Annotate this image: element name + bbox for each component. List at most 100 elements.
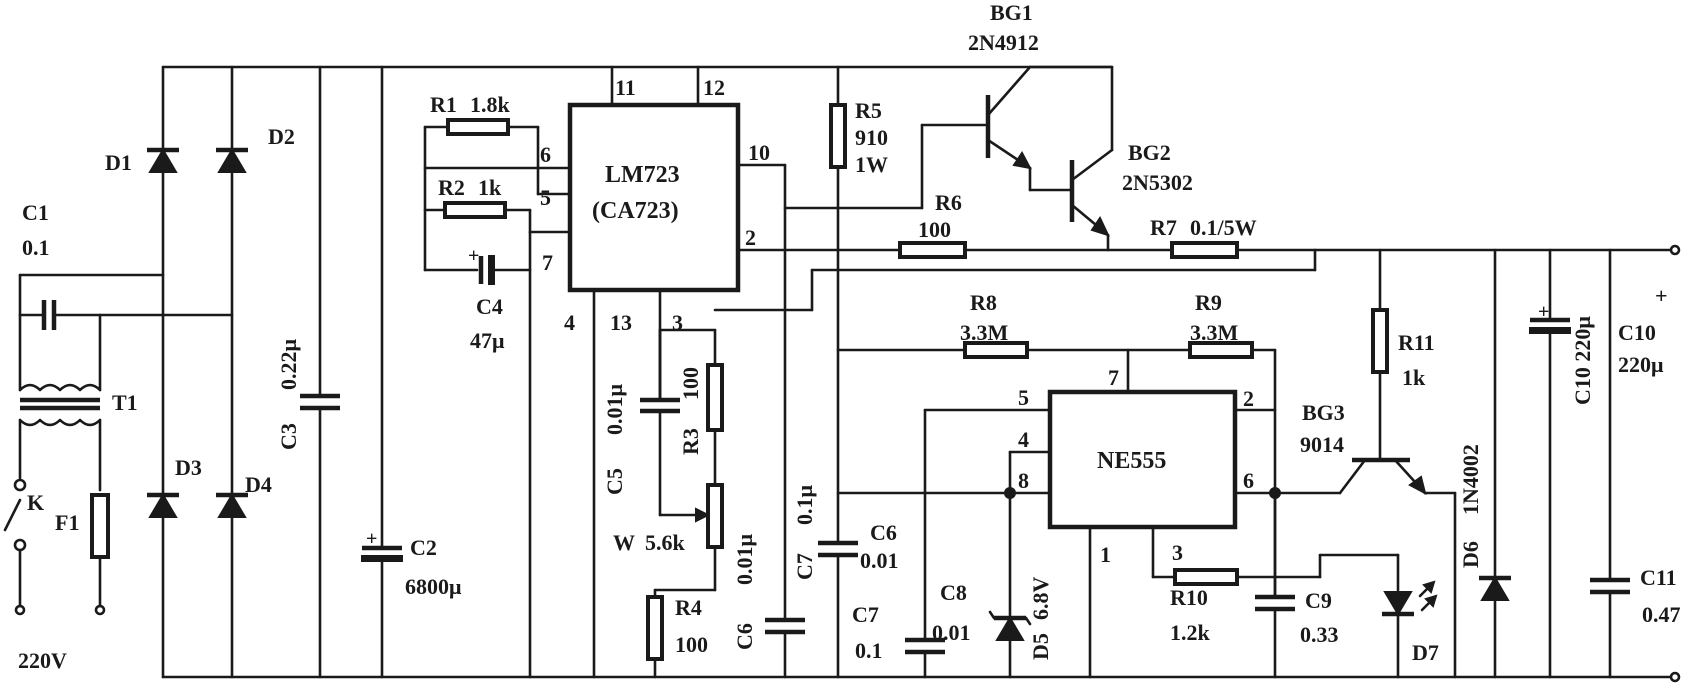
- label-c9: C9: [1305, 588, 1332, 613]
- label-r6: R6: [935, 190, 962, 215]
- diode-d2: [216, 147, 248, 173]
- label-c4: C4: [476, 294, 503, 319]
- label-r4: R4: [675, 595, 702, 620]
- resistor-r3: [706, 363, 724, 432]
- ne555-pin5: 5: [1018, 385, 1029, 410]
- ne555-pin2: 2: [1243, 386, 1254, 411]
- label-bg2-part: 2N5302: [1122, 170, 1193, 195]
- resistor-r8: [963, 341, 1029, 359]
- lm723-alt-name: (CA723): [592, 198, 679, 224]
- label-d1: D1: [105, 150, 132, 175]
- label-supply: 220V: [18, 648, 67, 673]
- capacitor-c3: [300, 393, 340, 411]
- label-r5-value: 910: [855, 125, 888, 150]
- lm723-pin7: 7: [542, 250, 553, 275]
- transistor-bg3: [1338, 457, 1427, 495]
- label-bg3-part: 9014: [1300, 432, 1344, 457]
- label-c10: C10: [1618, 320, 1656, 345]
- label-w: W: [613, 530, 635, 555]
- lm723-pin5: 5: [540, 185, 551, 210]
- label-d7: D7: [1412, 640, 1439, 665]
- supply-terminal-left: [14, 604, 26, 616]
- capacitor-c1: [18, 300, 102, 330]
- label-r9: R9: [1195, 290, 1222, 315]
- capacitor-c2: +: [361, 528, 403, 562]
- ne555-pin3: 3: [1172, 540, 1183, 565]
- label-c11-value: 0.47: [1642, 602, 1681, 627]
- label-d5: D5: [1028, 633, 1053, 660]
- lm723-name: LM723: [605, 162, 680, 188]
- lm723-pin6: 6: [540, 142, 551, 167]
- label-c7b: C7: [852, 602, 879, 627]
- label-bg2: BG2: [1128, 140, 1171, 165]
- label-c7b-value: 0.1: [855, 638, 883, 663]
- label-r8: R8: [970, 290, 997, 315]
- switch-k: [3, 478, 27, 608]
- output-positive-terminal: [1669, 244, 1681, 256]
- label-c11: C11: [1640, 565, 1677, 590]
- fuse-f1: [90, 493, 110, 608]
- label-f1: F1: [55, 510, 79, 535]
- label-r3-value: 100: [678, 367, 703, 400]
- resistor-r11: [1371, 308, 1389, 374]
- label-r8-value: 3.3M: [960, 320, 1009, 345]
- label-r1: R1: [430, 92, 457, 117]
- label-c6b-value: 0.01: [860, 548, 899, 573]
- label-c1-value: 0.1: [22, 235, 50, 260]
- label-d6: D6: [1458, 541, 1483, 568]
- label-r2-value: 1k: [478, 175, 502, 200]
- resistor-r5: [829, 103, 847, 169]
- lm723-pin2: 2: [745, 225, 756, 250]
- resistor-r9: [1188, 341, 1254, 359]
- label-r2: R2: [438, 175, 465, 200]
- resistor-r4: [646, 595, 664, 661]
- label-c10-vertical: C10 220μ: [1570, 316, 1595, 405]
- label-c4-value: 47μ: [470, 328, 505, 353]
- ne555-pin1: 1: [1100, 542, 1111, 567]
- ne555-name: NE555: [1097, 448, 1166, 474]
- label-bg3: BG3: [1302, 400, 1345, 425]
- label-r9-value: 3.3M: [1190, 320, 1239, 345]
- label-r5: R5: [855, 98, 882, 123]
- label-d2: D2: [268, 124, 295, 149]
- label-r3: R3: [678, 428, 703, 455]
- transistor-bg1: [985, 65, 1032, 170]
- label-r7: R7: [1150, 215, 1177, 240]
- label-r5-power: 1W: [855, 152, 888, 177]
- resistor-r10: [1173, 568, 1239, 586]
- label-c5: C5: [602, 468, 627, 495]
- transistor-bg2: [1069, 148, 1114, 237]
- potentiometer-w: [695, 483, 724, 549]
- resistor-r6: [898, 241, 967, 259]
- label-c1: C1: [22, 200, 49, 225]
- ne555-pin6: 6: [1243, 468, 1254, 493]
- label-c8-value: 0.01: [932, 620, 971, 645]
- lm723-pin4: 4: [564, 310, 575, 335]
- lm723-pin13: 13: [610, 310, 632, 335]
- label-d3: D3: [175, 455, 202, 480]
- label-c3: C3: [276, 423, 301, 450]
- label-r10-value: 1.2k: [1170, 620, 1211, 645]
- label-r1-value: 1.8k: [470, 92, 511, 117]
- label-r7-value: 0.1/5W: [1190, 215, 1257, 240]
- label-c10-value: 220μ: [1618, 352, 1664, 377]
- label-t1: T1: [112, 390, 138, 415]
- label-c3-value: 0.22μ: [276, 339, 301, 391]
- diode-d1: [147, 147, 179, 173]
- label-bg1: BG1: [990, 0, 1033, 25]
- capacitor-c9: [1255, 594, 1295, 612]
- lm723-pin3: 3: [672, 310, 683, 335]
- diode-d4: [216, 492, 248, 518]
- label-c8: C8: [940, 580, 967, 605]
- label-c2-value: 6800μ: [405, 574, 462, 599]
- ic-lm723: [567, 102, 741, 293]
- capacitor-c10: +: [1529, 301, 1571, 334]
- svg-text:+: +: [468, 245, 479, 267]
- lm723-pin12: 12: [703, 75, 725, 100]
- resistor-r1: [446, 118, 510, 136]
- label-r11-value: 1k: [1402, 365, 1426, 390]
- label-c9-value: 0.33: [1300, 622, 1339, 647]
- diode-d3: [147, 492, 179, 518]
